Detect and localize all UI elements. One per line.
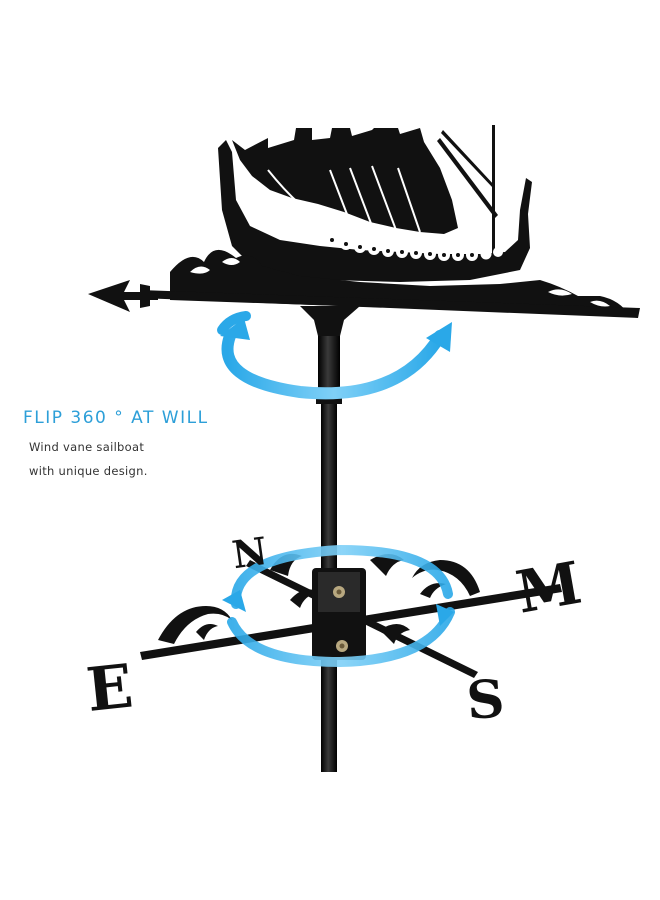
vane-arm xyxy=(140,290,640,336)
rotate-360-arrow-icon xyxy=(217,311,452,400)
compass-letter-east: E xyxy=(83,652,136,726)
rotate-360-arrow-icon xyxy=(222,544,455,668)
mount-bracket xyxy=(312,568,366,660)
caption-line-1: Wind vane sailboat xyxy=(29,440,145,454)
caption-line-2: with unique design. xyxy=(29,464,148,478)
caption-title: FLIP 360 ° AT WILL xyxy=(23,408,209,428)
compass-letter-west: M xyxy=(511,549,586,627)
compass-letter-south: S xyxy=(465,668,507,731)
arrowhead-icon xyxy=(88,280,158,312)
compass-letter-north: N xyxy=(229,528,270,577)
feature-caption: FLIP 360 ° AT WILL Wind vane sailboat wi… xyxy=(23,408,263,488)
viking-ship-icon xyxy=(170,125,630,316)
